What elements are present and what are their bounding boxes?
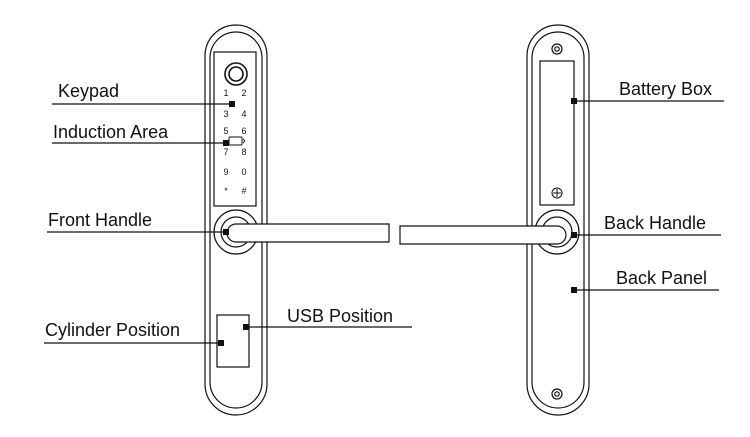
key-star: * [224, 186, 228, 196]
front-handle-lever [226, 223, 390, 243]
key-3: 3 [223, 109, 228, 119]
key-8: 8 [241, 147, 246, 157]
back-handle-lever [399, 225, 567, 245]
label-back-handle: Back Handle [604, 213, 706, 233]
card-reader-icon [228, 136, 245, 146]
label-keypad: Keypad [58, 81, 119, 101]
key-1: 1 [223, 88, 228, 98]
battery-box [539, 60, 575, 206]
keypad-window [213, 51, 257, 207]
back-panel [526, 24, 590, 416]
bottom-screw-icon [551, 388, 563, 400]
leader-lines [44, 100, 724, 344]
top-screw-icon [551, 43, 563, 55]
leader-endpoints [218, 98, 577, 346]
label-cylinder-position: Cylinder Position [45, 320, 180, 340]
key-hash: # [241, 186, 246, 196]
key-2: 2 [241, 88, 246, 98]
cylinder-slot [216, 314, 250, 368]
keypad-digits: 1 2 3 4 5 6 7 8 9 0 * # [223, 88, 246, 196]
key-5: 5 [223, 126, 228, 136]
label-usb-position: USB Position [287, 306, 393, 326]
label-induction-area: Induction Area [53, 122, 169, 142]
label-front-handle: Front Handle [48, 210, 152, 230]
key-6: 6 [241, 126, 246, 136]
key-0: 0 [241, 167, 246, 177]
battery-cover-screw-icon [551, 187, 563, 199]
fingerprint-sensor-icon [224, 62, 248, 86]
key-7: 7 [223, 147, 228, 157]
key-4: 4 [241, 109, 246, 119]
front-panel [204, 24, 268, 416]
label-battery-box: Battery Box [619, 79, 712, 99]
key-9: 9 [223, 167, 228, 177]
label-back-panel: Back Panel [616, 268, 707, 288]
